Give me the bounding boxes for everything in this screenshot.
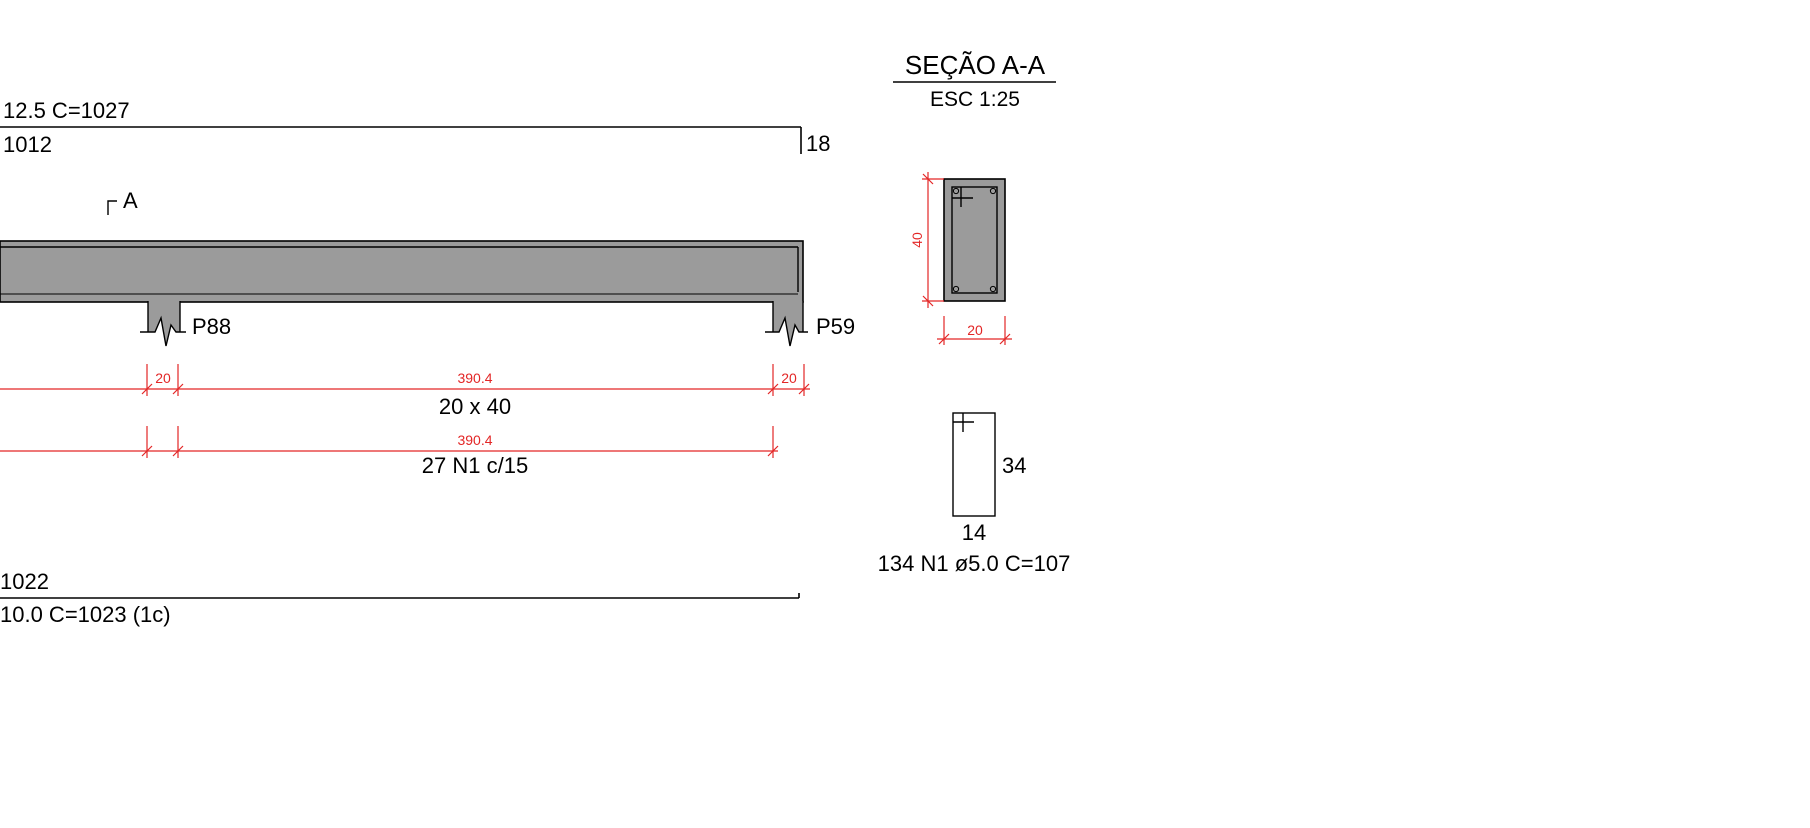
section-width-dim	[937, 316, 1012, 345]
stirrup-height: 34	[1002, 453, 1026, 478]
dim-span: 390.4	[457, 370, 492, 386]
section-width-label: 20	[967, 322, 983, 338]
support-label-p88: P88	[192, 314, 231, 339]
bottom-bar-label: 10.0 C=1023 (1c)	[0, 602, 171, 627]
section-height-dim	[922, 172, 944, 308]
top-bar: 12.5 C=1027 1012 18	[0, 98, 830, 157]
support-p59: P59	[765, 301, 855, 347]
break-line-symbol	[765, 315, 808, 347]
dim-support-width-p88: 20	[155, 370, 171, 386]
top-bar-length: 1012	[3, 132, 52, 157]
support-label-p59: P59	[816, 314, 855, 339]
section-marker-symbol	[107, 200, 117, 215]
bottom-bar-length: 1022	[0, 569, 49, 594]
stirrup-dimension	[0, 426, 779, 458]
stirrup-width: 14	[962, 520, 986, 545]
rebar-dot	[952, 187, 960, 195]
stirrup-shape	[952, 412, 996, 517]
beam-size-label: 20 x 40	[439, 394, 511, 419]
dim-stirrup-span: 390.4	[457, 432, 492, 448]
rebar-dot	[989, 285, 997, 293]
stirrup-spacing-label: 27 N1 c/15	[422, 453, 528, 478]
dim-support-width-p59: 20	[781, 370, 797, 386]
section-stirrup	[951, 186, 998, 294]
section-height-label: 40	[909, 232, 925, 248]
top-bar-hook-length: 18	[806, 131, 830, 156]
beam-body	[0, 240, 804, 303]
section-title: SEÇÃO A-A	[905, 50, 1046, 80]
rebar-dot	[989, 187, 997, 195]
stirrup-detail: 34 14 134 N1 ø5.0 C=107	[878, 412, 1071, 576]
top-bar-label: 12.5 C=1027	[3, 98, 130, 123]
break-line-symbol	[140, 315, 186, 347]
support-p88: P88	[140, 301, 231, 347]
bottom-bar: 1022 10.0 C=1023 (1c)	[0, 569, 800, 627]
section-scale: ESC 1:25	[930, 88, 1020, 111]
section-marker: A	[107, 188, 138, 215]
section-marker-label: A	[123, 188, 138, 213]
span-dimension	[0, 364, 810, 396]
stirrup-label: 134 N1 ø5.0 C=107	[878, 551, 1071, 576]
rebar-dot	[952, 285, 960, 293]
section-concrete	[943, 178, 1006, 302]
section-view: SEÇÃO A-A ESC 1:25 40 20	[893, 50, 1056, 345]
beam-elevation: P88 P59	[0, 240, 855, 347]
